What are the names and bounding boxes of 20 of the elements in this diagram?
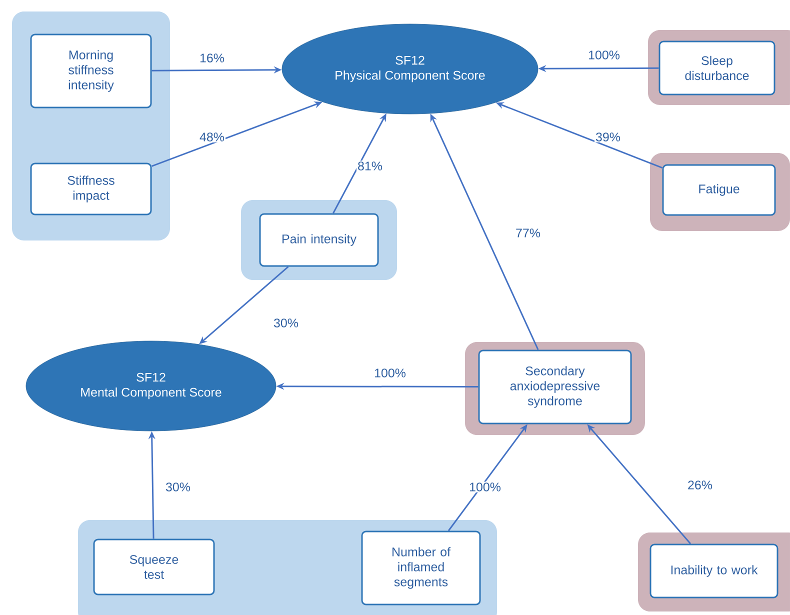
factor-box: Secondary anxiodepressive syndrome (478, 350, 632, 424)
factor-box: Squeeze test (93, 538, 215, 596)
edge-label: 16% (198, 52, 226, 64)
edge-label: 77% (514, 228, 542, 238)
edge-label: 30% (272, 318, 300, 328)
edge-label: 81% (356, 160, 384, 172)
factor-box: Pain intensity (259, 213, 379, 267)
edge-label: 30% (164, 482, 192, 492)
factor-box: Number of inflamed segments (361, 530, 481, 606)
factor-box: Morning stiffness intensity (30, 34, 152, 108)
factor-box: Sleep disturbance (658, 40, 776, 96)
edge-label: 100% (373, 368, 407, 378)
edge-label: 48% (198, 132, 226, 142)
edge-label: 100% (587, 50, 621, 60)
factor-box: Inability to work (650, 544, 778, 598)
factor-box: Stiffness impact (30, 162, 152, 216)
edge-label: 100% (468, 482, 502, 492)
factor-box: Fatigue (662, 164, 776, 216)
edge-label: 39% (594, 132, 622, 142)
edge-label: 26% (686, 480, 714, 490)
